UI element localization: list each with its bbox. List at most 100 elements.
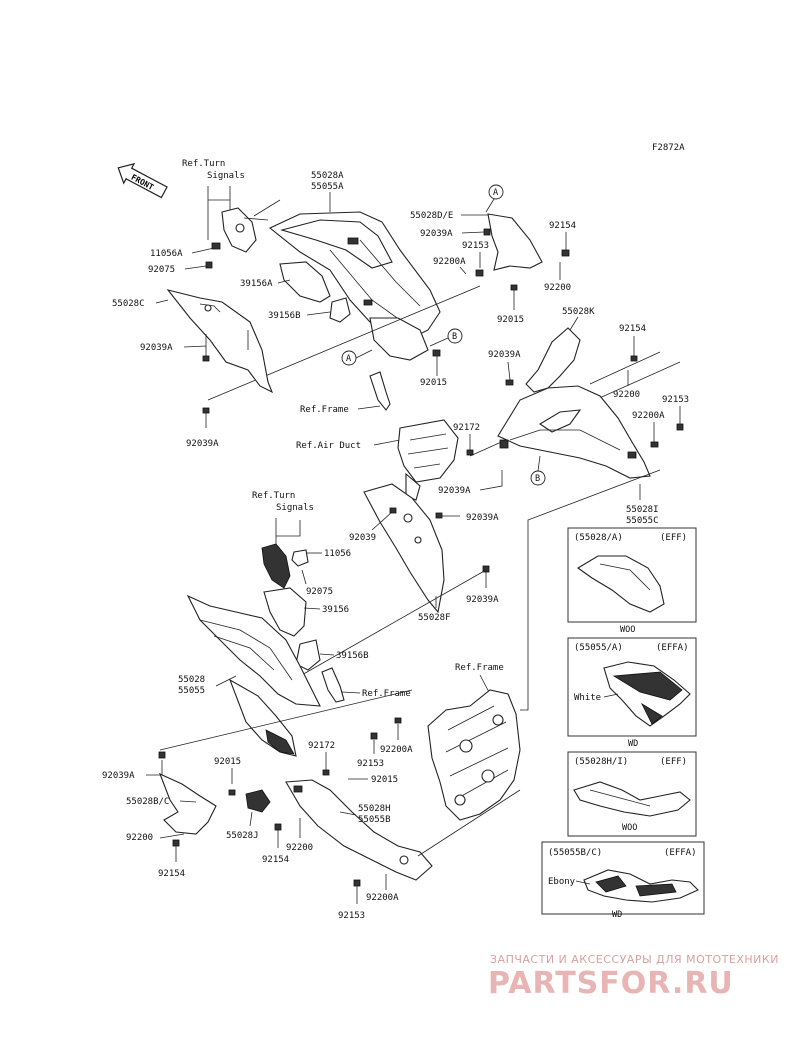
label-92075-top: 92075 <box>148 265 175 275</box>
label-92153-top: 92153 <box>462 241 489 251</box>
ref-turn-signals-2-line2: Signals <box>276 503 314 513</box>
ref-frame-1: Ref.Frame <box>300 405 349 415</box>
inner-panel-55028F <box>363 483 445 614</box>
label-55028K: 55028K <box>562 307 595 317</box>
label-92015-low: 92015 <box>214 757 241 767</box>
side-panel-55028DE <box>487 213 543 271</box>
variant-4-code: (EFFA) <box>664 848 697 858</box>
label-11056A: 11056A <box>150 249 183 259</box>
label-55028C: 55028C <box>112 299 145 309</box>
label-92039A-duct: 92039A <box>438 486 471 496</box>
label-55055B: 55055B <box>358 815 391 825</box>
label-92154-r: 92154 <box>619 324 646 334</box>
variant-4-color: Ebony <box>548 877 576 887</box>
label-92015-mid: 92015 <box>420 378 447 388</box>
variant-4-part: (55055B/C) <box>548 848 602 858</box>
lower-belly-55028H <box>285 779 433 881</box>
lower-cowling-55028 <box>186 594 321 707</box>
callout-B-1: B <box>452 332 457 342</box>
label-11056: 11056 <box>324 549 351 559</box>
label-92015-top: 92015 <box>497 315 524 325</box>
label-92039A-top: 92039A <box>420 229 453 239</box>
label-55028F: 55028F <box>418 613 451 623</box>
label-92154-bl: 92154 <box>158 869 185 879</box>
variant-2-finish: WD <box>628 739 638 749</box>
watermark-tagline: ЗАПЧАСТИ И АКСЕССУАРЫ ДЛЯ МОТОТЕХНИКИ <box>490 953 779 966</box>
label-55055A: 55055A <box>311 182 344 192</box>
label-92200-bl: 92200 <box>126 833 153 843</box>
label-92039A-left: 92039A <box>140 343 173 353</box>
variant-3-part: (55028H/I) <box>574 757 628 767</box>
frame-bracket-2 <box>321 667 345 703</box>
label-92172-top: 92172 <box>453 423 480 433</box>
variant-box-3: (55028H/I) (EFF) WOO <box>567 751 697 837</box>
variant-3-code: (EFF) <box>660 757 687 767</box>
callout-A-2: A <box>346 354 351 364</box>
label-92200-top: 92200 <box>544 283 571 293</box>
label-92153-r: 92153 <box>662 395 689 405</box>
label-92200A-top: 92200A <box>433 257 466 267</box>
ref-turn-signals-1-line2: Signals <box>207 171 245 181</box>
label-92200A-bot: 92200A <box>366 893 399 903</box>
callout-B-2: B <box>535 474 540 484</box>
label-55028A: 55028A <box>311 171 344 181</box>
front-arrow-icon: FRONT <box>117 162 168 199</box>
label-92200-low: 92200 <box>286 843 313 853</box>
label-92039: 92039 <box>349 533 376 543</box>
ref-turn-signals-1-line1: Ref.Turn <box>182 159 225 169</box>
label-55028BC: 55028B/C <box>126 797 169 807</box>
label-55028DE: 55028D/E <box>410 211 453 221</box>
side-cowling-55028I <box>497 385 651 479</box>
label-92200A-r: 92200A <box>632 411 665 421</box>
label-92154-top: 92154 <box>549 221 576 231</box>
label-92172-low: 92172 <box>308 741 335 751</box>
variant-2-code: (EFFA) <box>656 643 689 653</box>
label-92039A-c: 92039A <box>466 513 499 523</box>
label-39156B-top: 39156B <box>268 311 301 321</box>
main-frame <box>427 689 521 821</box>
side-panel-55028K <box>525 327 581 393</box>
label-55055C: 55055C <box>626 516 659 526</box>
label-55055: 55055 <box>178 686 205 696</box>
variant-4-finish: WD <box>612 910 622 920</box>
label-92039A-r: 92039A <box>488 350 521 360</box>
label-92153-low: 92153 <box>357 759 384 769</box>
pad-39156A <box>279 261 331 303</box>
label-92200-r: 92200 <box>613 390 640 400</box>
panel-55028BC <box>159 772 217 835</box>
label-92153-bot: 92153 <box>338 911 365 921</box>
label-92015-low2: 92015 <box>371 775 398 785</box>
pad-39156 <box>263 587 307 637</box>
label-92075-mid: 92075 <box>306 587 333 597</box>
frame-bracket-1 <box>369 371 391 411</box>
variant-1-part: (55028/A) <box>574 533 623 543</box>
bracket-55028J <box>245 789 271 813</box>
upper-cowling-55028A <box>268 211 441 339</box>
pad-39156B-top <box>329 297 351 323</box>
figure-code: F2872A <box>652 143 685 153</box>
label-92039A-bl: 92039A <box>186 439 219 449</box>
variant-box-4: (55055B/C) (EFFA) Ebony WD <box>541 841 705 920</box>
label-92039A-low: 92039A <box>102 771 135 781</box>
variant-2-part: (55055/A) <box>574 643 623 653</box>
label-55028: 55028 <box>178 675 205 685</box>
variant-1-finish: WOO <box>620 625 635 635</box>
variant-3-finish: WOO <box>622 823 637 833</box>
inner-panel-55028C <box>166 289 274 394</box>
label-92200A-low: 92200A <box>380 745 413 755</box>
variant-2-color: White <box>574 693 601 703</box>
ref-air-duct: Ref.Air Duct <box>296 441 361 451</box>
ref-frame-3: Ref.Frame <box>455 663 504 673</box>
variant-box-1: (55028/A) (EFF) WOO <box>567 527 697 635</box>
label-39156: 39156 <box>322 605 349 615</box>
watermark-brand: PARTSFOR.RU <box>488 966 734 1001</box>
turn-signal-lower <box>261 543 291 589</box>
label-39156B-mid: 39156B <box>336 651 369 661</box>
label-55028J: 55028J <box>226 831 259 841</box>
variant-1-code: (EFF) <box>660 533 687 543</box>
ref-turn-signals-2-line1: Ref.Turn <box>252 491 295 501</box>
label-55028I: 55028I <box>626 505 659 515</box>
label-55028H: 55028H <box>358 804 391 814</box>
ref-frame-2: Ref.Frame <box>362 689 411 699</box>
